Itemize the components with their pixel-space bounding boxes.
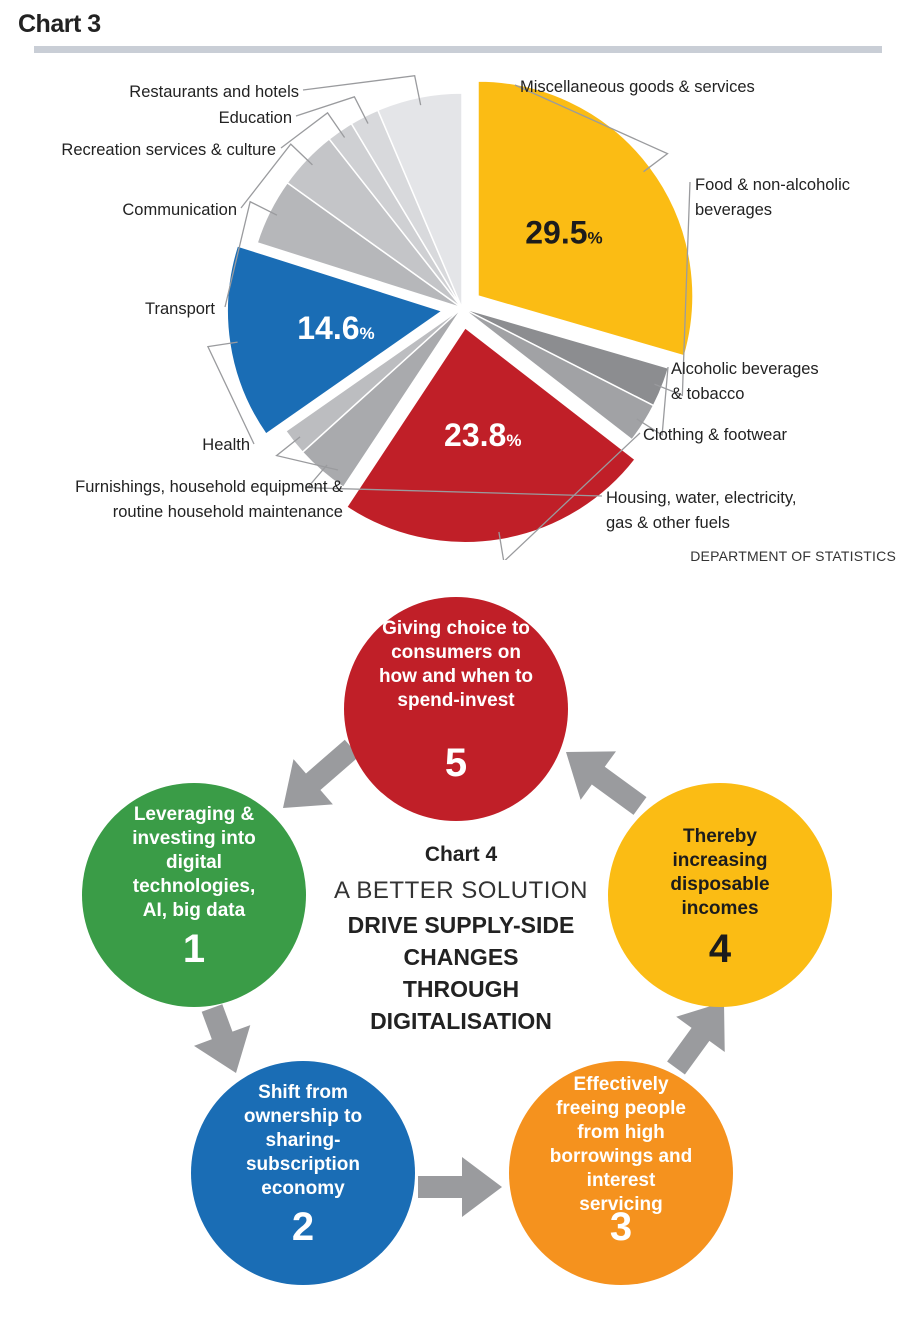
headline-line: DRIVE SUPPLY-SIDE [347,912,575,938]
step-text-line: from high [577,1122,665,1143]
step-text-line: investing into [132,828,256,849]
cycle-arrow [194,1004,251,1073]
step-text-line: spend-invest [397,690,515,711]
step-text-line: freeing people [556,1098,686,1119]
leader-line [636,366,669,437]
step-text: Leveraging & investing into digital technol… [82,803,306,923]
step-text-line: economy [261,1178,345,1199]
step-text-line: Shift from [258,1082,348,1103]
step-text-line: disposable [670,874,770,895]
leader-line [275,436,339,471]
step-number: 5 [444,741,468,785]
step-text-line: Leveraging & [133,804,255,825]
step-number: 2 [291,1205,315,1249]
slice-label: Restaurants and hotels [129,83,299,101]
step-text-line: consumers on [391,642,521,663]
step-text-line: sharing- [265,1130,341,1151]
chart-4-subtitle: A BETTER SOLUTION [334,877,588,904]
title-rule [34,46,882,53]
step-text: Effectively freeing people from high borrow… [509,1073,733,1217]
step-number: 1 [182,927,206,971]
leader-line [206,341,255,445]
step-text-line: Effectively [573,1074,669,1095]
headline-line: DIGITALISATION [370,1008,552,1034]
slice-value-label: 14.6% [297,310,374,346]
step-circle-5: Giving choice to consumers on how and when… [344,597,568,821]
leader-line [514,84,669,173]
step-text-line: subscription [245,1154,360,1175]
headline-line: THROUGH [402,976,520,1002]
chart-4-headline: DRIVE SUPPLY-SIDE CHANGES THROUGH DIGITA… [320,909,602,1037]
slice-label: Communication [122,201,237,219]
step-text-line: how and when to [378,666,534,687]
cycle-arrow [667,1002,725,1075]
leader-line [224,200,278,308]
step-text-line: technologies, [132,876,256,897]
step-text-line: interest [586,1170,656,1191]
slice-label: Recreation services & culture [61,141,276,159]
step-text-line: ownership to [243,1106,363,1127]
chart-4-title: Chart 4 [424,843,498,866]
chart-3-title: Chart 3 [18,10,101,38]
slice-value-label: 29.5% [525,214,602,250]
step-circle-3: Effectively freeing people from high borrow… [509,1061,733,1285]
step-circle-2: Shift from ownership to sharing-subscripti… [191,1061,415,1285]
cycle-arrow [418,1157,502,1217]
slice-label: Furnishings, household equipment &routin… [75,478,343,521]
leader-line [306,464,603,497]
slice-label: Alcoholic beverages& tobacco [671,360,819,403]
step-text-line: incomes [681,898,759,919]
slice-value-label: 23.8% [444,417,521,453]
step-text-line: borrowings and [549,1146,693,1167]
step-text: Thereby increasing disposable incomes [608,825,832,921]
cycle-arrow [566,751,647,815]
slice-label: Clothing & footwear [643,426,788,444]
leader-line [302,75,422,106]
source-credit: DEPARTMENT OF STATISTICS [690,548,896,564]
slice-label: Miscellaneous goods & services [520,78,755,96]
slice-label: Education [219,109,292,127]
leader-line [280,111,346,149]
leader-line [295,96,369,124]
chart-4-center: Chart 4 A BETTER SOLUTION DRIVE SUPPLY-S… [320,843,602,1037]
step-text-line: servicing [579,1194,663,1215]
slice-label: Transport [145,300,215,318]
cycle-arrow [283,739,360,808]
slice-label: Housing, water, electricity,gas & other … [606,489,796,532]
step-text-line: increasing [672,850,768,871]
step-number: 3 [609,1205,633,1249]
step-circle-1: Leveraging & investing into digital technol… [82,783,306,1007]
leader-line [654,181,691,397]
leader-line [498,432,641,560]
leader-line [240,143,313,209]
pie-chart: Miscellaneous goods & services 29.5% Food … [61,75,850,560]
step-text-line: AI, big data [142,900,246,921]
headline-line: CHANGES [403,944,519,970]
step-text: Giving choice to consumers on how and when… [344,617,568,713]
slice-label: Health [202,436,250,454]
step-number: 4 [708,927,732,971]
step-text-line: digital [166,852,222,873]
step-circle-4: Thereby increasing disposable incomes 4 [608,783,832,1007]
step-text-line: Thereby [683,826,757,847]
step-text-line: Giving choice to [382,618,530,639]
step-text: Shift from ownership to sharing-subscripti… [191,1081,415,1201]
